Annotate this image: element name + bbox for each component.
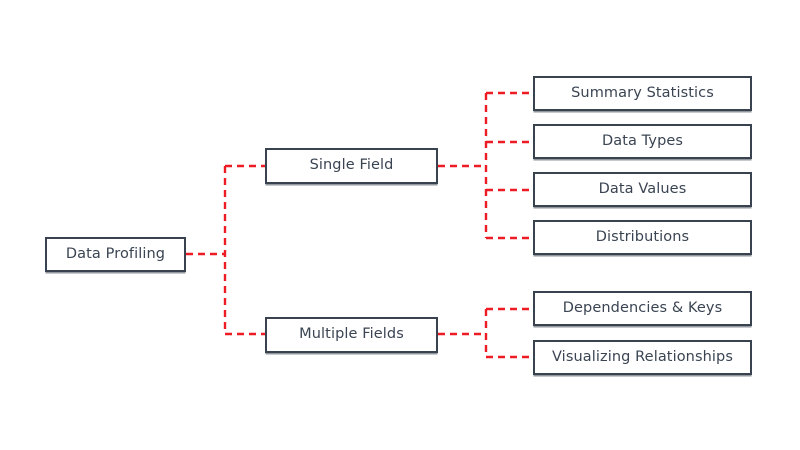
node-label-data-values: Data Values: [598, 180, 687, 197]
node-data-values[interactable]: Data Values: [533, 172, 752, 207]
node-label-dependencies-and-keys: Dependencies & Keys: [562, 299, 723, 316]
node-summary-statistics[interactable]: Summary Statistics: [533, 76, 752, 111]
node-label-data-types: Data Types: [601, 132, 684, 149]
node-multiple-fields[interactable]: Multiple Fields: [265, 317, 438, 353]
node-dependencies-and-keys[interactable]: Dependencies & Keys: [533, 291, 752, 326]
node-visualizing-relationships[interactable]: Visualizing Relationships: [533, 340, 752, 375]
node-label-data-profiling: Data Profiling: [65, 245, 166, 262]
node-label-summary-statistics: Summary Statistics: [571, 84, 714, 101]
node-label-distributions: Distributions: [595, 228, 690, 245]
node-data-types[interactable]: Data Types: [533, 124, 752, 159]
node-single-field[interactable]: Single Field: [265, 148, 438, 184]
node-label-multiple-fields: Multiple Fields: [299, 326, 404, 343]
node-distributions[interactable]: Distributions: [533, 220, 752, 255]
node-label-visualizing-relationships: Visualizing Relationships: [551, 348, 734, 365]
node-label-single-field: Single Field: [309, 157, 394, 174]
node-data-profiling[interactable]: Data Profiling: [45, 237, 186, 272]
